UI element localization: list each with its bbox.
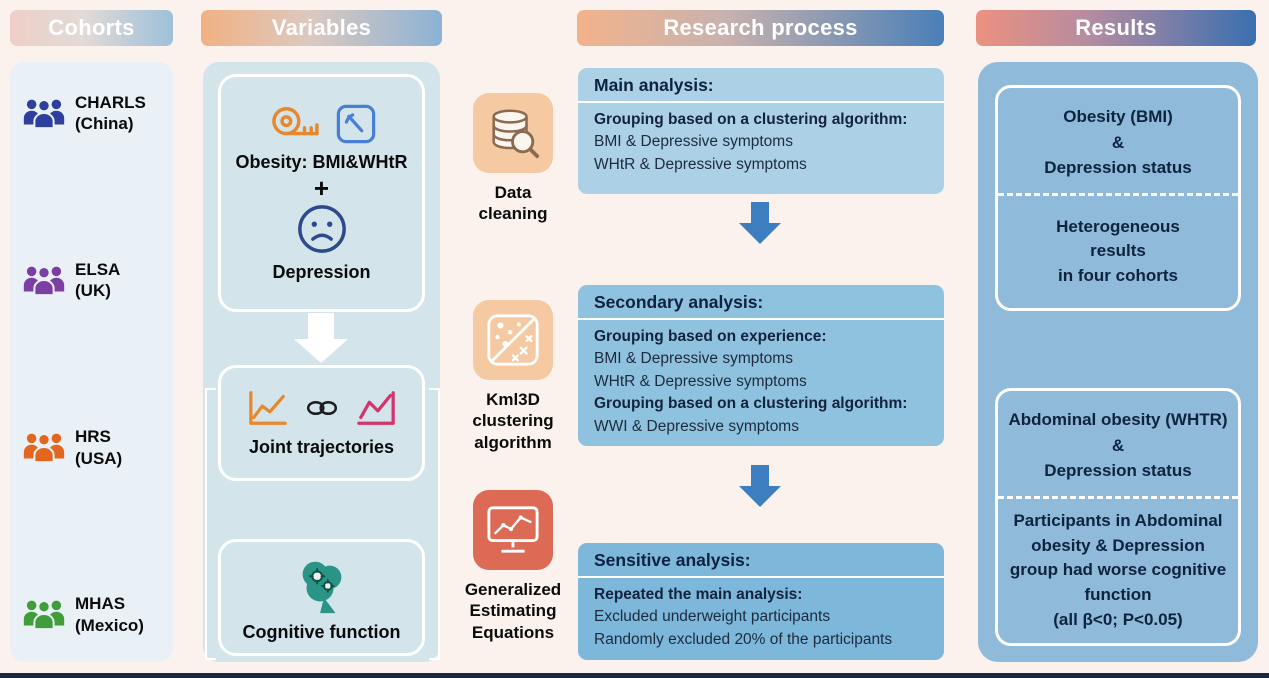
people-group-icon bbox=[22, 263, 66, 298]
clustering-icon bbox=[473, 300, 553, 380]
analysis-item: Excluded underweight participants bbox=[594, 608, 831, 626]
cohort-label: MHAS (Mexico) bbox=[75, 594, 144, 635]
people-group-icon bbox=[22, 430, 66, 465]
depression-label: Depression bbox=[272, 262, 371, 282]
main-analysis-box: Main analysis: Grouping based on a clust… bbox=[578, 68, 944, 194]
cohort-label: CHARLS (China) bbox=[75, 93, 146, 134]
cohorts-header: Cohorts bbox=[10, 10, 173, 46]
measuring-tape-icon bbox=[268, 103, 320, 150]
grouping-heading: Repeated the main analysis: bbox=[594, 586, 803, 603]
results-panel: Obesity (BMI) & Depression status Hetero… bbox=[978, 62, 1258, 662]
brain-gears-icon bbox=[291, 553, 353, 620]
sensitive-analysis-title: Sensitive analysis: bbox=[578, 543, 944, 578]
bmi-result-title: Obesity (BMI) & Depression status bbox=[998, 88, 1238, 196]
results-header: Results bbox=[976, 10, 1256, 46]
trajectories-icons-row bbox=[246, 388, 398, 433]
link-icon bbox=[306, 399, 338, 422]
database-search-icon bbox=[473, 93, 553, 173]
data-cleaning-label: Data cleaning bbox=[478, 183, 548, 224]
secondary-analysis-box: Secondary analysis: Grouping based on ex… bbox=[578, 285, 944, 447]
cohort-item-mhas: MHAS (Mexico) bbox=[10, 593, 173, 636]
monitor-chart-icon bbox=[473, 490, 553, 570]
cohorts-panel: CHARLS (China) ELSA (UK) HRS (USA) bbox=[10, 62, 173, 662]
joint-trajectories-label: Joint trajectories bbox=[248, 437, 395, 457]
plus-sign: + bbox=[313, 173, 330, 203]
analysis-item: WHtR & Depressive symptoms bbox=[594, 372, 807, 390]
grouping-heading: Grouping based on a clustering algorithm… bbox=[594, 395, 908, 413]
line-chart-pink-icon bbox=[354, 388, 398, 433]
sensitive-analysis-body: Repeated the main analysis: Excluded und… bbox=[578, 578, 944, 659]
gee-label: Generalized Estimating Equations bbox=[464, 580, 562, 642]
down-arrow-blue-1 bbox=[738, 202, 782, 249]
cognitive-function-label: Cognitive function bbox=[242, 621, 401, 642]
whtr-result-stat: (all β<0; P<0.05) bbox=[1053, 609, 1183, 629]
cohort-label: ELSA (UK) bbox=[75, 260, 121, 301]
secondary-analysis-body: Grouping based on experience: BMI & Depr… bbox=[578, 320, 944, 446]
bottom-border bbox=[0, 673, 1269, 678]
grouping-heading: Grouping based on a clustering algorithm… bbox=[594, 111, 908, 128]
cognitive-function-box: Cognitive function bbox=[218, 539, 425, 656]
obesity-icons-row bbox=[268, 103, 376, 150]
variables-header: Variables bbox=[201, 10, 442, 46]
whtr-result-main: Participants in Abdominal obesity & Depr… bbox=[1009, 511, 1227, 605]
bmi-result-text: Heterogeneous results in four cohorts bbox=[1056, 216, 1180, 286]
whtr-result-box: Abdominal obesity (WHTR) & Depression st… bbox=[995, 388, 1241, 646]
analysis-item: BMI & Depressive symptoms bbox=[594, 350, 793, 368]
people-group-icon bbox=[22, 597, 66, 632]
analysis-item: BMI & Depressive symptoms bbox=[594, 133, 793, 151]
method-kml3d-clustering: Kml3D clustering algorithm bbox=[452, 300, 574, 453]
variables-panel: Obesity: BMI&WHtR + Depression bbox=[203, 62, 440, 662]
obesity-depression-box: Obesity: BMI&WHtR + Depression bbox=[218, 74, 425, 312]
kml3d-label: Kml3D clustering algorithm bbox=[472, 390, 554, 452]
line-chart-orange-icon bbox=[246, 388, 290, 433]
grouping-heading: Grouping based on experience: bbox=[594, 328, 827, 345]
analysis-item: WWI & Depressive symptoms bbox=[594, 417, 799, 435]
whtr-result-title: Abdominal obesity (WHTR) & Depression st… bbox=[998, 391, 1238, 499]
main-analysis-title: Main analysis: bbox=[578, 68, 944, 103]
whtr-result-text: Participants in Abdominal obesity & Depr… bbox=[998, 499, 1238, 644]
cohort-label: HRS (USA) bbox=[75, 427, 123, 468]
method-data-cleaning: Data cleaning bbox=[452, 93, 574, 225]
down-arrow-white bbox=[293, 313, 349, 368]
sad-face-icon bbox=[296, 203, 348, 260]
sensitive-analysis-box: Sensitive analysis: Repeated the main an… bbox=[578, 543, 944, 660]
main-analysis-body: Grouping based on a clustering algorithm… bbox=[578, 103, 944, 184]
bracket-left bbox=[205, 388, 216, 660]
joint-trajectories-box: Joint trajectories bbox=[218, 365, 425, 481]
analysis-item: WHtR & Depressive symptoms bbox=[594, 155, 807, 173]
cohort-item-hrs: HRS (USA) bbox=[10, 426, 173, 469]
method-gee: Generalized Estimating Equations bbox=[452, 490, 574, 643]
down-arrow-blue-2 bbox=[738, 465, 782, 512]
research-process-header: Research process bbox=[577, 10, 944, 46]
cohort-item-charls: CHARLS (China) bbox=[10, 92, 173, 135]
bracket-right bbox=[429, 388, 440, 660]
bmi-result-box: Obesity (BMI) & Depression status Hetero… bbox=[995, 85, 1241, 311]
cohort-item-elsa: ELSA (UK) bbox=[10, 259, 173, 302]
people-group-icon bbox=[22, 96, 66, 131]
scale-gauge-icon bbox=[336, 104, 376, 149]
analysis-item: Randomly excluded 20% of the participant… bbox=[594, 630, 893, 648]
obesity-label: Obesity: BMI&WHtR bbox=[235, 152, 408, 172]
secondary-analysis-title: Secondary analysis: bbox=[578, 285, 944, 320]
